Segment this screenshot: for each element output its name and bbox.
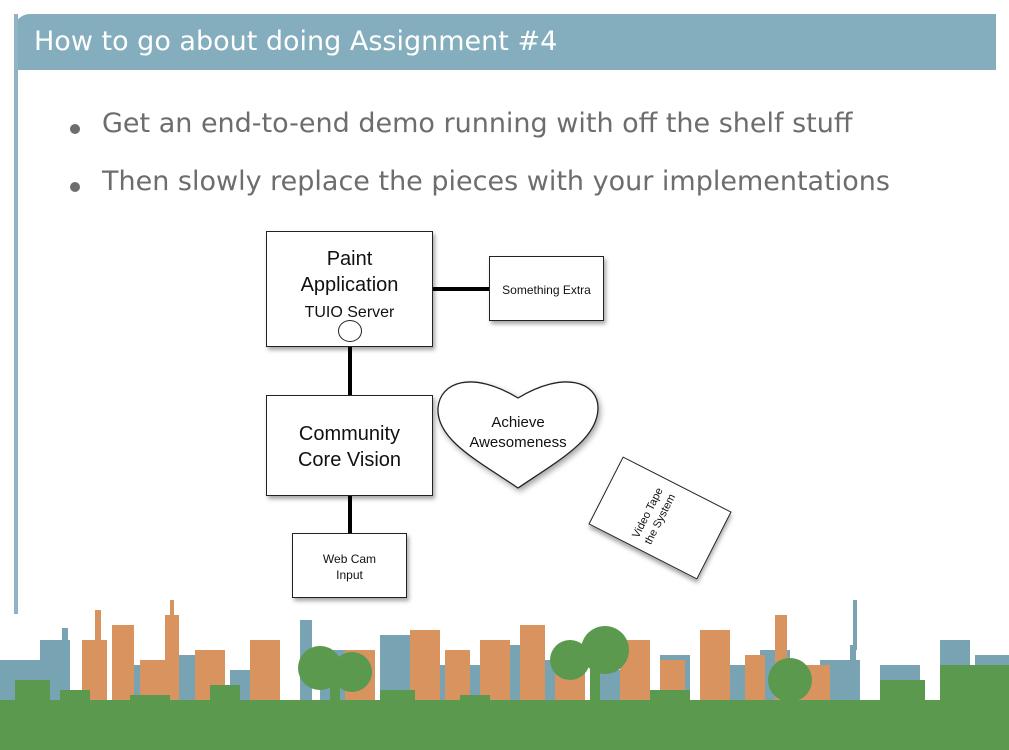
connector-paint-extra: [432, 287, 490, 291]
community-label: Community: [298, 423, 401, 445]
tuio-port-circle: [338, 320, 362, 342]
bullet-item: Get an end-to-end demo running with off …: [70, 108, 890, 166]
achieve-label: Achieve: [491, 414, 545, 431]
left-rule: [14, 14, 18, 614]
paint-label: Paint: [326, 248, 373, 270]
core-vision-label: Core Vision: [297, 449, 402, 471]
connector-paint-ccv: [348, 340, 352, 396]
bullet-text: Then slowly replace the pieces with your…: [102, 166, 890, 197]
bullet-dot-icon: [70, 182, 80, 192]
heart-text: Achieve Awesomeness: [448, 413, 588, 453]
awesomeness-label: Awesomeness: [469, 434, 567, 451]
paint-application-box: Paint Application TUIO Server: [266, 231, 433, 347]
title-bar: How to go about doing Assignment #4: [14, 14, 996, 70]
webcam-input-box: Web Cam Input: [292, 533, 407, 598]
webcam-label: Web Cam: [322, 552, 377, 566]
tuio-server-label: TUIO Server: [304, 304, 395, 321]
bullet-dot-icon: [70, 124, 80, 134]
community-core-vision-box: Community Core Vision: [266, 395, 433, 496]
connector-ccv-webcam: [348, 495, 352, 535]
something-extra-label: Something Extra: [502, 283, 591, 297]
something-extra-box: Something Extra: [489, 256, 604, 321]
application-label: Application: [300, 274, 399, 296]
bullet-text: Get an end-to-end demo running with off …: [102, 108, 853, 139]
skyline-front-layer: [0, 626, 1009, 750]
bullet-list: Get an end-to-end demo running with off …: [70, 108, 890, 224]
bullet-item: Then slowly replace the pieces with your…: [70, 166, 890, 224]
input-label: Input: [336, 568, 363, 582]
slide-title: How to go about doing Assignment #4: [34, 26, 558, 57]
